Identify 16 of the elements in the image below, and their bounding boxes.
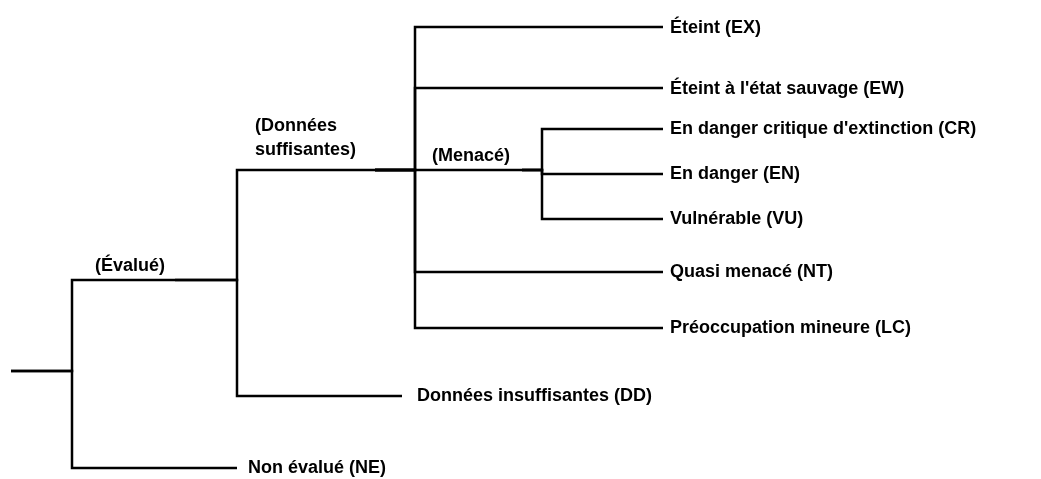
- category-label: Éteint (EX): [670, 15, 761, 39]
- category-label: Vulnérable (VU): [670, 206, 804, 230]
- category-label: Préoccupation mineure (LC): [670, 315, 912, 339]
- category-label: Éteint à l'état sauvage (EW): [670, 76, 905, 100]
- tree-branch-line: [522, 168, 663, 221]
- category-label: Non évalué (NE): [248, 455, 387, 479]
- category-label: Quasi menacé (NT): [670, 259, 834, 283]
- category-label: Données insuffisantes (DD): [417, 383, 653, 407]
- tree-branch-line: [175, 278, 402, 398]
- category-label: En danger (EN): [670, 161, 800, 185]
- category-label: En danger critique d'extinction (CR): [670, 116, 977, 140]
- tree-branch-line: [11, 369, 237, 470]
- branch-label: (Évalué): [95, 253, 175, 277]
- branch-label: (Données suffisantes): [255, 113, 375, 161]
- tree-branch-line: [375, 168, 663, 330]
- branch-label: (Menacé): [432, 143, 522, 167]
